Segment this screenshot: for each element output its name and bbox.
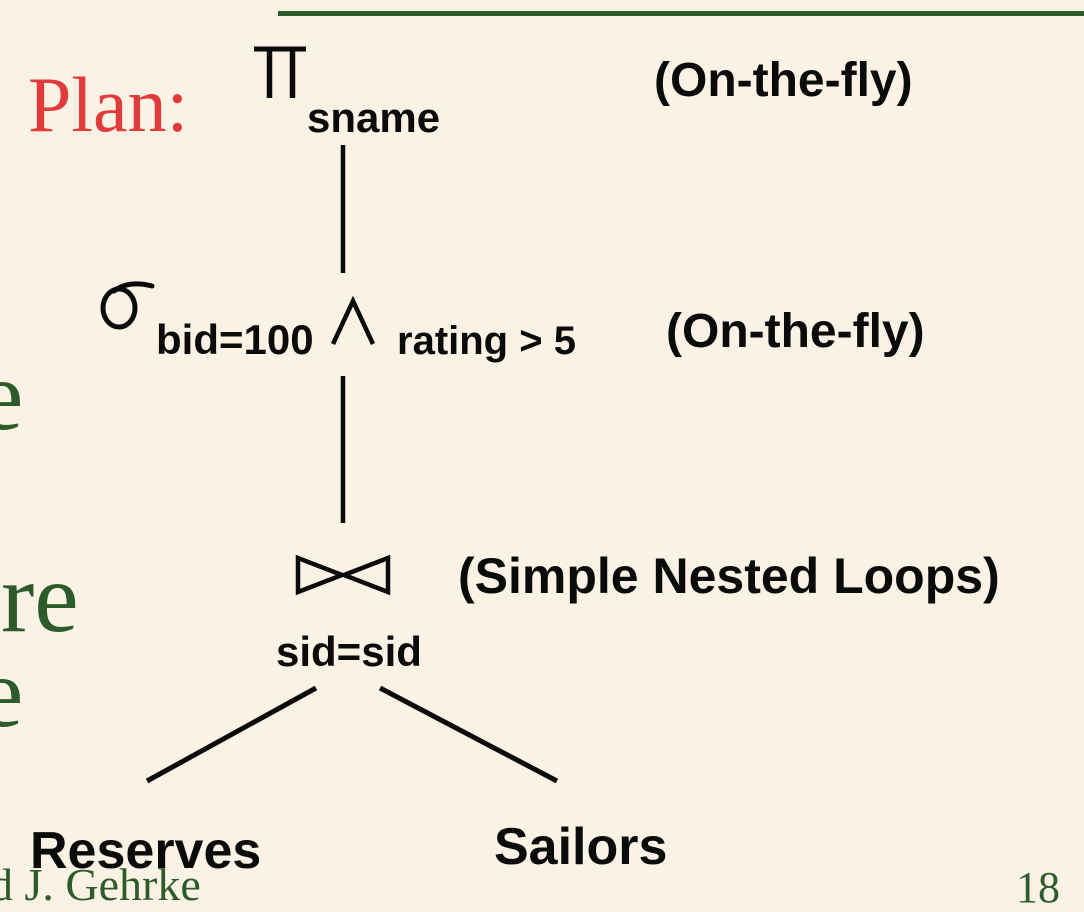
top-divider-rule [278,11,1084,16]
edge-join-to-sailors [378,685,559,784]
selection-condition-left: bid=100 [156,316,314,363]
slide-page-number: 18 [1016,863,1060,912]
join-annotation: (Simple Nested Loops) [458,548,1000,604]
query-plan-tree [100,46,559,784]
edge-join-to-reserves [145,685,318,784]
leaf-sailors: Sailors [494,818,668,876]
left-edge-text-fragment: e [0,637,24,748]
left-edge-text-fragment: ore [0,542,79,653]
pi-projection-icon [254,46,306,98]
and-wedge-icon [330,295,376,345]
projection-annotation: (On-the-fly) [654,54,913,107]
sigma-selection-icon [100,281,155,330]
left-edge-text-fragment: e [0,340,24,451]
selection-condition-right: rating > 5 [397,319,576,363]
projection-subscript: sname [307,94,441,141]
bowtie-join-icon [295,554,391,596]
leaf-reserves: Reserves [30,822,262,880]
footer-credit: d J. Gehrke [0,859,201,910]
join-subscript: sid=sid [276,628,422,675]
plan-title: Plan: [28,61,189,148]
selection-annotation: (On-the-fly) [666,305,925,358]
